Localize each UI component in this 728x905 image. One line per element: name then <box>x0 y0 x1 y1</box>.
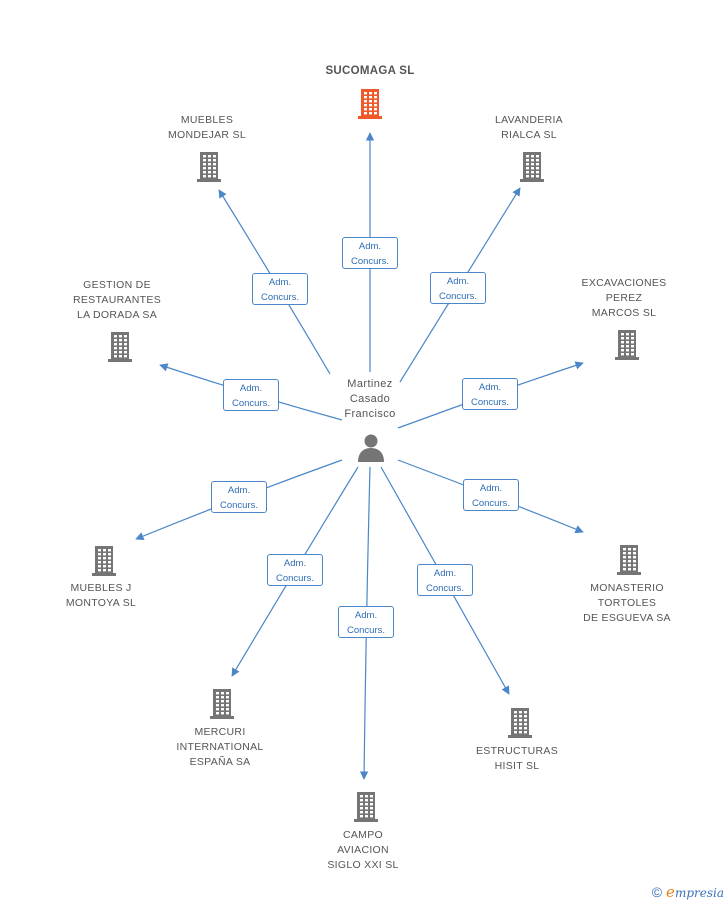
copyright-icon: © <box>651 884 663 900</box>
company-building-icon[interactable] <box>615 543 643 575</box>
edge-label-line: Adm. <box>446 276 470 287</box>
company-label-line: LAVANDERIA <box>495 114 563 126</box>
edge-label-line: Adm. <box>433 568 457 579</box>
edge-label-campo-aviacion[interactable]: Adm. Concurs. <box>338 606 394 638</box>
edge-label-line: Adm. <box>239 383 263 394</box>
company-label-line: PEREZ <box>605 292 643 304</box>
company-label-line: CAMPO <box>342 829 383 841</box>
company-building-icon[interactable] <box>518 150 546 182</box>
company-building-icon[interactable] <box>613 328 641 360</box>
company-label-line: INTERNATIONAL <box>176 741 264 753</box>
company-label-lavanderia-rialca[interactable]: LAVANDERIA RIALCA SL <box>459 113 599 143</box>
company-label-line: SIGLO XXI SL <box>327 859 399 871</box>
company-label-sucomaga[interactable]: SUCOMAGA SL <box>300 64 440 79</box>
edge-label-mercuri[interactable]: Adm. Concurs. <box>267 554 323 586</box>
empresia-brand[interactable]: ©empresia <box>652 883 724 901</box>
company-label-line: GESTION DE <box>83 279 151 291</box>
company-label-line: RIALCA SL <box>501 129 557 141</box>
edge-label-monasterio-tortoles[interactable]: Adm. Concurs. <box>463 479 519 511</box>
edge-label-line: Concurs. <box>471 498 510 509</box>
brand-logo-initial: e <box>666 883 675 901</box>
company-building-icon[interactable] <box>208 687 236 719</box>
company-label-mercuri[interactable]: MERCURI INTERNATIONAL ESPAÑA SA <box>150 725 290 770</box>
company-label-muebles-montoya[interactable]: MUEBLES J MONTOYA SL <box>31 581 171 611</box>
company-building-icon[interactable] <box>195 150 223 182</box>
company-building-icon[interactable] <box>506 706 534 738</box>
edge-label-line: Concurs. <box>470 397 509 408</box>
company-label-line: HISIT SL <box>494 760 540 772</box>
brand-logo-text: mpresia <box>674 886 724 900</box>
company-label-line: SUCOMAGA SL <box>325 65 415 77</box>
edge-label-muebles-montoya[interactable]: Adm. Concurs. <box>211 481 267 513</box>
company-label-line: MONTOYA SL <box>65 597 137 609</box>
edge-label-line: Concurs. <box>260 292 299 303</box>
company-label-line: MONDEJAR SL <box>168 129 246 141</box>
edge-label-gestion-restaurantes[interactable]: Adm. Concurs. <box>223 379 279 411</box>
edge-label-line: Adm. <box>283 558 307 569</box>
company-label-line: ESTRUCTURAS <box>475 745 559 757</box>
company-label-line: MUEBLES <box>180 114 234 126</box>
company-building-icon[interactable] <box>106 330 134 362</box>
edge-label-line: Adm. <box>478 382 502 393</box>
person-icon[interactable] <box>356 432 386 462</box>
company-label-line: TORTOLES <box>597 597 657 609</box>
edge-label-line: Adm. <box>354 610 378 621</box>
edge-label-excavaciones-perez[interactable]: Adm. Concurs. <box>462 378 518 410</box>
company-label-line: EXCAVACIONES <box>581 277 667 289</box>
edge-label-line: Concurs. <box>346 625 385 636</box>
company-label-line: MUEBLES J <box>70 582 132 594</box>
edge-label-lavanderia-rialca[interactable]: Adm. Concurs. <box>430 272 486 304</box>
person-name: Martinez Casado Francisco <box>344 378 396 420</box>
edge-label-muebles-mondejar[interactable]: Adm. Concurs. <box>252 273 308 305</box>
company-label-line: LA DORADA SA <box>76 309 158 321</box>
main-company-building-icon[interactable] <box>356 87 384 119</box>
edge-label-line: Concurs. <box>231 398 270 409</box>
company-label-line: RESTAURANTES <box>73 294 161 306</box>
edge-label-line: Adm. <box>268 277 292 288</box>
edge-label-line: Concurs. <box>219 500 258 511</box>
company-label-line: MARCOS SL <box>591 307 657 319</box>
company-label-excavaciones-perez[interactable]: EXCAVACIONES PEREZ MARCOS SL <box>554 276 694 321</box>
company-label-line: MONASTERIO <box>590 582 664 594</box>
edge-label-line: Adm. <box>358 241 382 252</box>
edge-label-line: Concurs. <box>275 573 314 584</box>
company-label-muebles-mondejar[interactable]: MUEBLES MONDEJAR SL <box>137 113 277 143</box>
edge-label-sucomaga[interactable]: Adm. Concurs. <box>342 237 398 269</box>
edge-label-line: Concurs. <box>350 256 389 267</box>
company-label-line: AVIACION <box>337 844 389 856</box>
company-building-icon[interactable] <box>90 544 118 576</box>
company-building-icon[interactable] <box>352 790 380 822</box>
company-label-monasterio-tortoles[interactable]: MONASTERIO TORTOLES DE ESGUEVA SA <box>557 581 697 626</box>
edge-label-line: Concurs. <box>425 583 464 594</box>
company-label-line: MERCURI <box>194 726 246 738</box>
company-label-campo-aviacion[interactable]: CAMPO AVIACION SIGLO XXI SL <box>293 828 433 873</box>
edge-label-line: Concurs. <box>438 291 477 302</box>
edge-label-line: Adm. <box>227 485 251 496</box>
company-label-line: ESPAÑA SA <box>189 756 251 768</box>
company-label-estructuras-hisit[interactable]: ESTRUCTURAS HISIT SL <box>447 744 587 774</box>
company-label-gestion-restaurantes[interactable]: GESTION DE RESTAURANTES LA DORADA SA <box>47 278 187 323</box>
edge-label-estructuras-hisit[interactable]: Adm. Concurs. <box>417 564 473 596</box>
company-label-line: DE ESGUEVA SA <box>583 612 671 624</box>
edge-label-line: Adm. <box>479 483 503 494</box>
